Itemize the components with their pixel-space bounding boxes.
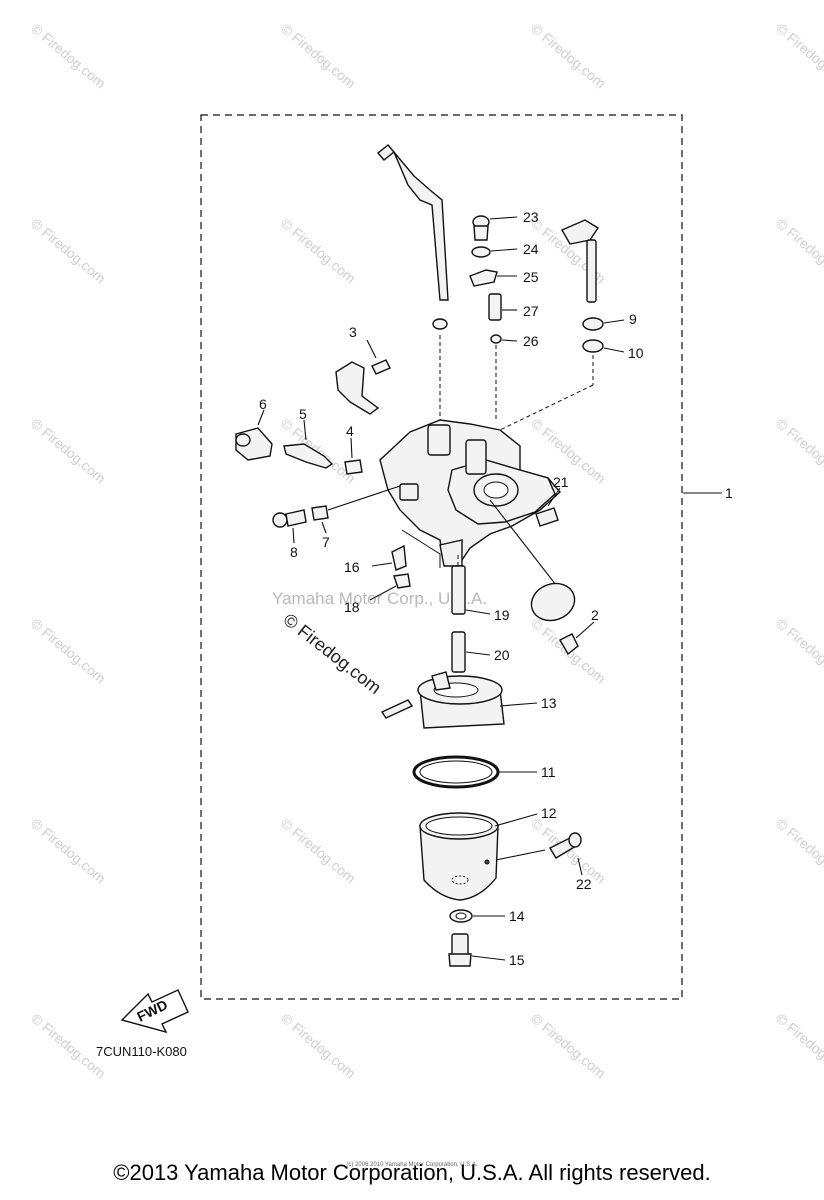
leader-line-plate bbox=[489, 499, 557, 586]
tiny-notice: (c) 2006 2010 Yamaha Motor Corporation, … bbox=[346, 1162, 478, 1168]
watermark-text: © Firedog.com bbox=[773, 20, 824, 91]
callout-5: 5 bbox=[299, 406, 307, 422]
callout-18: 18 bbox=[344, 599, 360, 615]
watermark-text: © Firedog.com bbox=[278, 215, 359, 286]
callout-27: 27 bbox=[523, 303, 539, 319]
part-9-seal bbox=[582, 317, 625, 331]
watermark-text: © Firedog.com bbox=[28, 815, 109, 886]
watermark-text: © Firedog.com bbox=[278, 1010, 359, 1081]
watermark-text: © Firedog.com bbox=[28, 415, 109, 486]
callout-7: 7 bbox=[322, 534, 330, 550]
rod-washer bbox=[432, 318, 448, 330]
guide-line bbox=[499, 384, 594, 431]
part-6-cap bbox=[235, 409, 273, 461]
callout-9: 9 bbox=[629, 311, 637, 327]
throttle-link-rod bbox=[376, 144, 449, 301]
callout-8: 8 bbox=[290, 544, 298, 560]
callout-25: 25 bbox=[523, 269, 539, 285]
callout-14: 14 bbox=[509, 908, 525, 924]
part-10-washer bbox=[582, 339, 625, 353]
callout-19: 19 bbox=[494, 607, 510, 623]
watermark-text: © Firedog.com bbox=[528, 20, 609, 91]
part-20-main-jet bbox=[451, 631, 491, 673]
part-14-washer bbox=[449, 909, 505, 923]
callout-4: 4 bbox=[346, 423, 354, 439]
watermark-center-text: Yamaha Motor Corp., U.S.A. bbox=[272, 589, 487, 608]
callout-13: 13 bbox=[541, 695, 557, 711]
watermark-text: © Firedog.com bbox=[773, 215, 824, 286]
callout-20: 20 bbox=[494, 647, 510, 663]
callout-26: 26 bbox=[523, 333, 539, 349]
callout-12: 12 bbox=[541, 805, 557, 821]
callout-16: 16 bbox=[344, 559, 360, 575]
assembly-boundary bbox=[200, 114, 683, 1000]
part-4-spring bbox=[344, 437, 363, 475]
watermark-text: © Firedog.com bbox=[28, 615, 109, 686]
callout-1: 1 bbox=[725, 485, 733, 501]
part-13-float bbox=[380, 671, 538, 729]
callout-10: 10 bbox=[628, 345, 644, 361]
copyright-footer: ©2013 Yamaha Motor Corporation, U.S.A. A… bbox=[113, 1160, 711, 1185]
watermark-layer: © Firedog.com © Firedog.com © Firedog.co… bbox=[28, 20, 824, 1081]
callout-11: 11 bbox=[541, 764, 556, 780]
watermark-text: © Firedog.com bbox=[278, 20, 359, 91]
watermark-text: © Firedog.com bbox=[773, 1010, 824, 1081]
fwd-arrow: FWD bbox=[120, 989, 189, 1034]
choke-lever bbox=[561, 219, 599, 303]
part-26-o-ring bbox=[490, 334, 518, 344]
part-8-screw bbox=[272, 509, 307, 544]
part-15-drain-bolt bbox=[448, 933, 506, 967]
part-25-plate bbox=[469, 269, 517, 287]
watermark-text: © Firedog.com bbox=[773, 415, 824, 486]
part-23-screw bbox=[472, 215, 518, 241]
part-7-spring bbox=[311, 485, 401, 534]
part-3-bracket bbox=[335, 339, 391, 415]
watermark-text: © Firedog.com bbox=[528, 1010, 609, 1081]
callout-labels: 1 2 3 4 5 6 7 8 9 10 11 12 13 14 15 16 1… bbox=[259, 209, 733, 968]
callout-6: 6 bbox=[259, 396, 267, 412]
part-27-needle-jet bbox=[488, 293, 517, 321]
callout-2: 2 bbox=[591, 607, 599, 623]
part-18-clip bbox=[369, 573, 411, 601]
callout-24: 24 bbox=[523, 241, 539, 257]
watermark-text: © Firedog.com bbox=[28, 215, 109, 286]
part-12-float-bowl bbox=[419, 812, 546, 901]
watermark-text: © Firedog.com bbox=[528, 215, 609, 286]
carburetor-body bbox=[379, 419, 561, 567]
watermark-firedog-diagonal: © Firedog.com bbox=[280, 609, 386, 698]
part-21-screw bbox=[535, 487, 561, 527]
part-19-main-nozzle bbox=[451, 555, 491, 615]
part-2-plate bbox=[530, 582, 595, 656]
watermark-text: © Firedog.com bbox=[773, 615, 824, 686]
part-16-float-valve bbox=[371, 529, 441, 571]
watermark-text: © Firedog.com bbox=[278, 815, 359, 886]
watermark-text: © Firedog.com bbox=[28, 20, 109, 91]
part-22-screw bbox=[549, 832, 583, 876]
part-5-pilot-screw bbox=[283, 419, 334, 469]
callout-23: 23 bbox=[523, 209, 539, 225]
callout-3: 3 bbox=[349, 324, 357, 340]
watermark-text: © Firedog.com bbox=[773, 815, 824, 886]
callout-21: 21 bbox=[553, 474, 569, 490]
callout-15: 15 bbox=[509, 952, 525, 968]
diagram-code: 7CUN110-K080 bbox=[96, 1044, 187, 1059]
part-24-washer bbox=[471, 246, 518, 258]
part-11-gasket-ring bbox=[412, 755, 537, 789]
callout-22: 22 bbox=[576, 876, 592, 892]
